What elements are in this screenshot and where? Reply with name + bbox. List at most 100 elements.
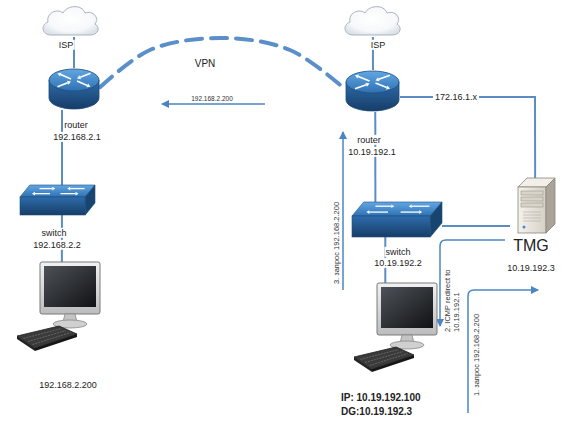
cloud-label: ISP: [58, 40, 75, 50]
icon-arrow-shaft: [401, 211, 420, 212]
icon-arrow-shaft: [61, 75, 71, 79]
tmg-server-icon-outline: [510, 178, 555, 233]
router-icon: router192.168.2.1: [48, 68, 100, 110]
icon-arrow-head: [355, 75, 359, 79]
ip-address: 10.19.192.3: [506, 263, 556, 273]
icon-arrow-shaft: [61, 193, 76, 194]
device-name: router: [356, 135, 382, 145]
icon-arrow-shaft: [35, 193, 50, 194]
monitor-screen: [381, 287, 433, 328]
icon-arrow-head: [67, 81, 71, 85]
ip-address: 192.168.2.200: [38, 380, 98, 390]
icon-arrow-shaft: [355, 85, 366, 89]
drive-bay: [521, 203, 543, 207]
icon-arrow-head: [86, 84, 90, 88]
device-name: switch: [384, 247, 411, 257]
switch-icon-outline: [20, 185, 95, 215]
router-icon-outline: [345, 70, 400, 112]
icon-arrow-shaft: [412, 206, 430, 207]
icon-arrow-shaft: [358, 76, 369, 81]
icon-arrow-head: [366, 210, 369, 214]
icon-arrow-head: [409, 204, 412, 208]
icon-arrow-head: [391, 204, 394, 208]
step-note: 1. запрос 192.168.2.200: [472, 314, 481, 396]
router-top: [49, 69, 99, 91]
request-arrow: [468, 290, 538, 413]
vent-line: [523, 218, 541, 219]
request-arrow: [342, 132, 344, 290]
isp-cloud: ISP: [38, 3, 100, 37]
workstation-icon-outline: [352, 283, 442, 373]
request-arrow: [162, 103, 265, 104]
switch-top: [352, 202, 442, 216]
keyboard-keys: [33, 333, 71, 345]
icon-arrow-shaft: [70, 188, 84, 189]
icon-arrow-shaft: [375, 206, 391, 207]
icon-arrow-head: [76, 192, 79, 196]
icon-arrow-head: [419, 210, 422, 214]
cloud-shape: [43, 7, 98, 35]
device-name: switch: [40, 228, 67, 238]
vent-line: [523, 221, 541, 222]
icon-arrow-head: [58, 73, 62, 77]
cloud-label: ISP: [370, 40, 387, 50]
icon-arrow-head: [386, 86, 390, 90]
vent-line: [523, 215, 541, 216]
icon-arrow-head: [32, 192, 35, 196]
switch-side: [85, 185, 95, 215]
keyboard-edge: [35, 334, 77, 351]
gateway-setting: DG:10.19.192.3: [340, 406, 413, 418]
icon-arrow-head: [77, 75, 81, 79]
step-note: 3. запрос 192.168.2.200: [332, 202, 341, 284]
connector-label: VPN: [193, 58, 218, 70]
ip-setting: IP: 10.19.192.100: [340, 392, 422, 404]
ip-address: 10.19.192.1: [347, 147, 397, 157]
icon-arrow-shaft: [58, 83, 68, 87]
router-icon-outline: [48, 68, 100, 110]
network-link: [442, 225, 510, 227]
keyboard-edge: [17, 336, 35, 351]
ip-address: 10.19.192.2: [373, 258, 423, 268]
switch-front: [352, 216, 430, 237]
switch-icon: switch192.168.2.2: [20, 185, 95, 215]
drive-bay: [521, 191, 543, 195]
switch-side: [430, 202, 442, 237]
connector-label: 172.16.1.x: [433, 92, 479, 102]
network-link: [400, 97, 535, 178]
router-icon: router10.19.192.1: [345, 70, 400, 112]
drive-bay: [521, 197, 543, 201]
vent-line: [523, 212, 541, 213]
cloud-shape: [345, 7, 400, 35]
icon-arrow-head: [365, 83, 369, 87]
keyboard-edge: [354, 357, 372, 372]
monitor-casing: [377, 283, 437, 335]
tmg-server-icon: TMG10.19.192.3: [510, 178, 555, 233]
icon-arrow-shaft: [379, 75, 390, 79]
icon-arrow-shaft: [369, 211, 388, 212]
workstation-icon: 192.168.2.200: [15, 262, 105, 352]
keyboard-edge: [372, 355, 414, 372]
server-side: [546, 178, 555, 233]
server-front: [518, 187, 546, 233]
workstation-drawing: [354, 283, 437, 372]
server-name: TMG: [512, 237, 550, 255]
ip-address: 192.168.2.2: [32, 240, 82, 250]
device-name: router: [63, 120, 89, 130]
keyboard-keys: [370, 354, 408, 366]
switch-front: [20, 197, 85, 215]
isp-cloud-outline: [38, 3, 100, 37]
switch-top: [20, 185, 95, 197]
icon-arrow-shaft: [40, 188, 53, 189]
switch-icon: switch10.19.192.2: [352, 202, 442, 237]
workstation-drawing: [17, 262, 100, 351]
icon-arrow-shaft: [376, 83, 387, 88]
icon-arrow-head: [376, 77, 380, 81]
network-link: [61, 215, 63, 262]
router-top: [346, 71, 399, 93]
icon-arrow-shaft: [80, 73, 90, 77]
icon-arrow-shaft: [77, 81, 87, 85]
ip-address: 192.168.2.1: [52, 132, 102, 142]
address-note: 192.168.2.200: [191, 95, 233, 103]
power-light: [523, 226, 526, 229]
